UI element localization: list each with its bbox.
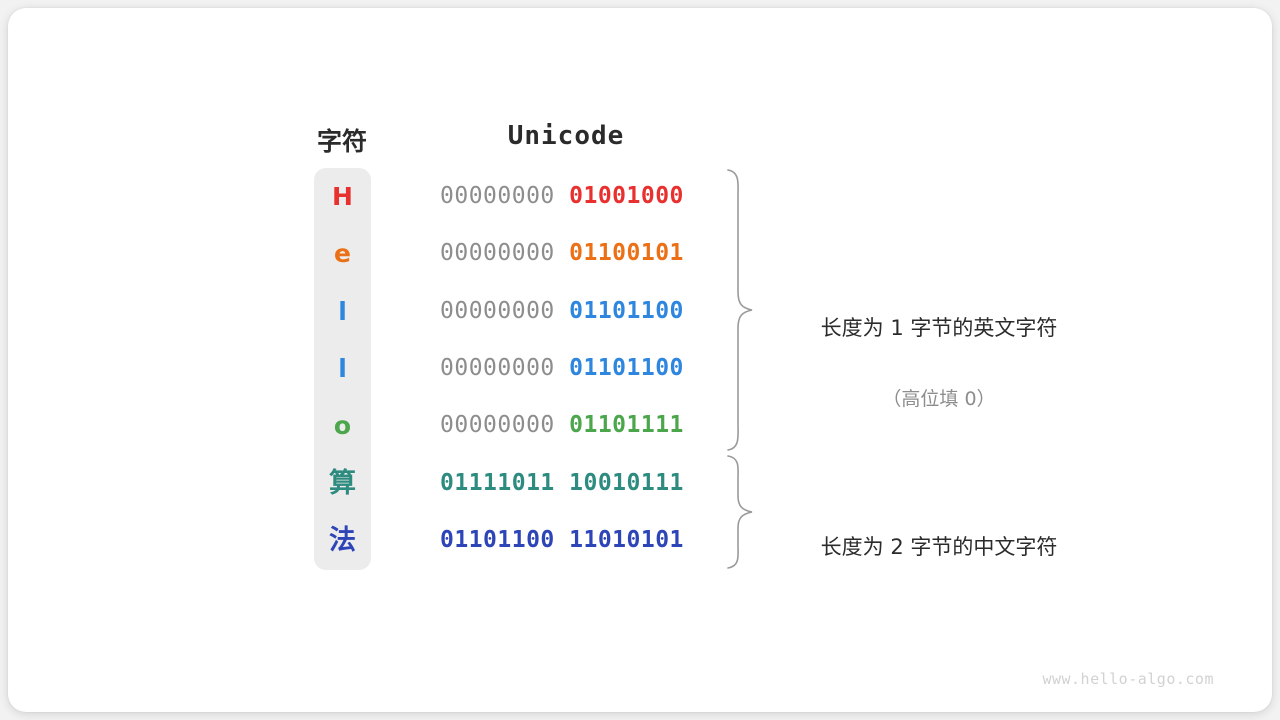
row-binary: 00000000 01101100 (440, 340, 684, 397)
row-character: H (332, 182, 353, 211)
annotation-ascii-line1: 长度为 1 字节的英文字符 (820, 316, 1058, 340)
row-binary-padding: 00000000 (440, 412, 570, 439)
table-row: 法 01101100 11010101 (8, 512, 1272, 569)
row-binary: 00000000 01100101 (440, 225, 684, 282)
row-binary: 01101100 11010101 (440, 512, 684, 569)
row-binary-value: 01001000 (569, 183, 684, 209)
annotation-ascii: 长度为 1 字节的英文字符 （高位填 0） (774, 273, 1104, 453)
figure-card: 字符 Unicode H 00000000 01001000 e 00000000 0… (8, 8, 1272, 712)
character-column-panel (314, 168, 371, 570)
brace-cjk-group (727, 455, 753, 569)
column-header-character: 字符 (316, 127, 367, 156)
row-character: l (338, 296, 347, 326)
row-binary: 00000000 01001000 (440, 168, 684, 225)
row-binary: 00000000 01101111 (440, 397, 684, 454)
row-binary-value: 01101111 (569, 412, 684, 439)
table-row: H 00000000 01001000 (8, 168, 1272, 225)
row-binary-value: 01101100 11010101 (440, 526, 684, 553)
row-binary-value: 01111011 10010111 (440, 469, 684, 496)
row-binary-padding: 00000000 (440, 354, 570, 381)
row-binary-value: 01101100 (569, 354, 684, 381)
table-row: e 00000000 01100101 (8, 225, 1272, 282)
row-binary-padding: 00000000 (440, 240, 570, 267)
table-row: l 00000000 01101100 (8, 340, 1272, 397)
brace-ascii-group (727, 169, 753, 451)
row-character: l (338, 353, 347, 383)
row-binary: 01111011 10010111 (440, 455, 684, 512)
row-character: e (334, 239, 351, 269)
row-character: 算 (329, 467, 356, 499)
column-header-unicode: Unicode (507, 121, 625, 151)
annotation-cjk-line1: 长度为 2 字节的中文字符 (820, 535, 1058, 559)
annotation-ascii-line2: （高位填 0） (882, 388, 996, 410)
row-binary: 00000000 01101100 (440, 283, 684, 340)
table-row: 算 01111011 10010111 (8, 455, 1272, 512)
watermark: www.hello-algo.com (1042, 670, 1214, 688)
table-row: o 00000000 01101111 (8, 397, 1272, 454)
row-character: 法 (329, 524, 356, 556)
row-binary-padding: 00000000 (440, 297, 570, 324)
row-character: o (333, 411, 352, 441)
row-binary-value: 01100101 (569, 240, 684, 267)
row-binary-value: 01101100 (569, 297, 684, 324)
row-binary-padding: 00000000 (440, 183, 570, 209)
annotation-cjk: 长度为 2 字节的中文字符 (774, 492, 1104, 602)
table-row: l 00000000 01101100 (8, 283, 1272, 340)
